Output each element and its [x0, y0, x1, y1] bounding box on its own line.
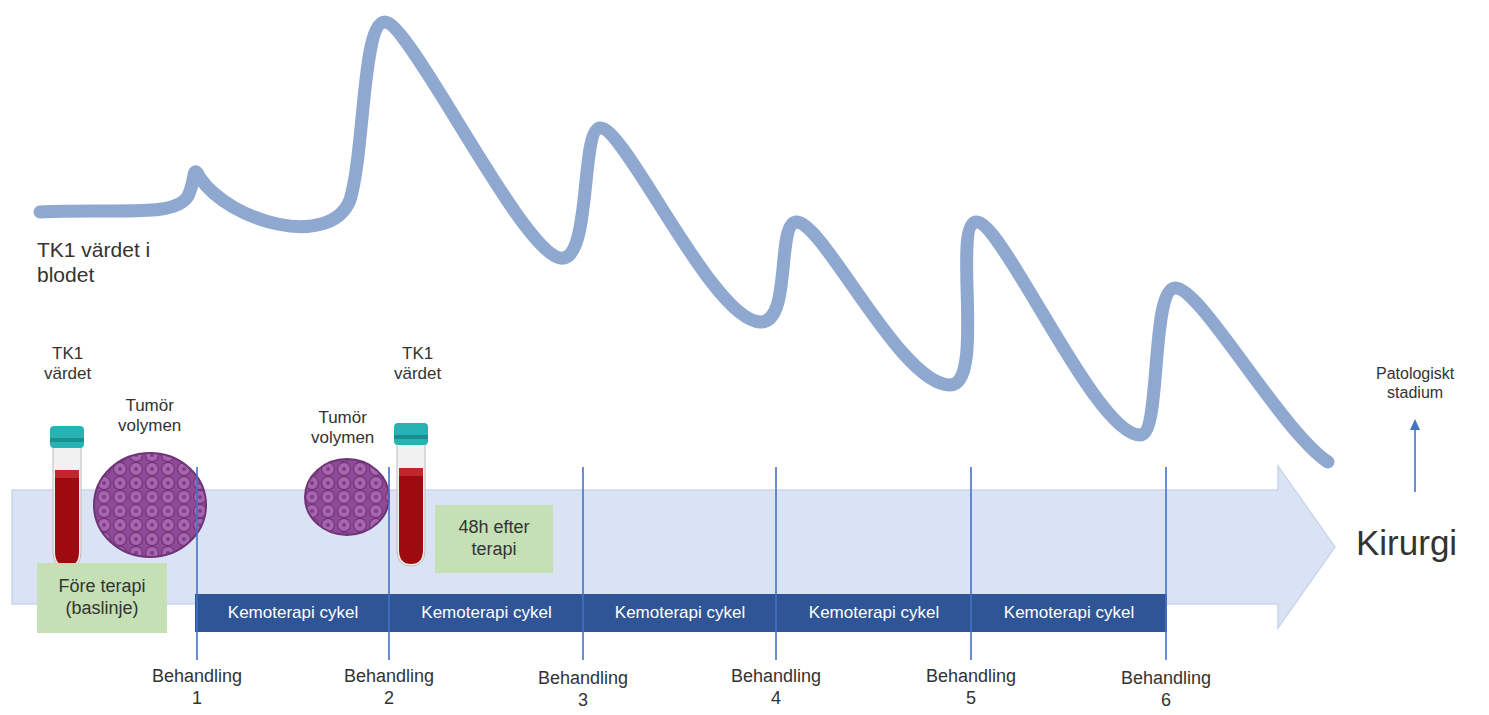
tk1-curve: [40, 22, 1328, 462]
treatment-label: Behandling 2: [344, 666, 434, 709]
volume-label: Tumör volymen: [311, 408, 374, 449]
node-text: Kemoterapi cykel: [809, 603, 939, 623]
node-text: Kemoterapi cykel: [1004, 603, 1134, 623]
treatment-line: [197, 467, 1166, 660]
surgery-label: Kirurgi: [1356, 522, 1457, 564]
blood-tube: [394, 423, 428, 566]
tumor-cluster: [90, 450, 210, 560]
treatment-label: Behandling 5: [926, 666, 1016, 709]
axis-label: TK1 värdet i blodet: [37, 237, 172, 287]
node-text: Före terapi (baslinje): [46, 576, 158, 619]
treatment-label: Behandling 4: [731, 666, 821, 709]
stage-label: Patologiskt stadium: [1376, 364, 1454, 402]
chemo-bar: [195, 594, 1167, 632]
blood-tube: [50, 426, 84, 568]
phase-box: Före terapi (baslinje): [37, 563, 167, 633]
node-text: Kemoterapi cykel: [421, 603, 551, 623]
cycle-box: Kemoterapi cykel: [391, 594, 582, 632]
up-arrow: [1410, 419, 1420, 492]
cycle-box: Kemoterapi cykel: [198, 594, 388, 632]
cycle-box: Kemoterapi cykel: [585, 594, 775, 632]
volume-label: Tumör volymen: [118, 396, 181, 437]
treatment-label: Behandling 1: [152, 666, 242, 709]
phase-box: 48h efter terapi: [435, 505, 553, 573]
treatment-label: Behandling 6: [1121, 668, 1211, 711]
sample-label: TK1 värdet: [394, 344, 441, 385]
tumor-cluster: [300, 455, 395, 540]
sample-label: TK1 värdet: [44, 344, 91, 385]
node-text: Kemoterapi cykel: [228, 603, 358, 623]
node-text: Kemoterapi cykel: [615, 603, 745, 623]
cycle-box: Kemoterapi cykel: [778, 594, 970, 632]
treatment-label: Behandling 3: [538, 668, 628, 711]
cycle-box: Kemoterapi cykel: [973, 594, 1165, 632]
node-text: 48h efter terapi: [444, 517, 544, 560]
